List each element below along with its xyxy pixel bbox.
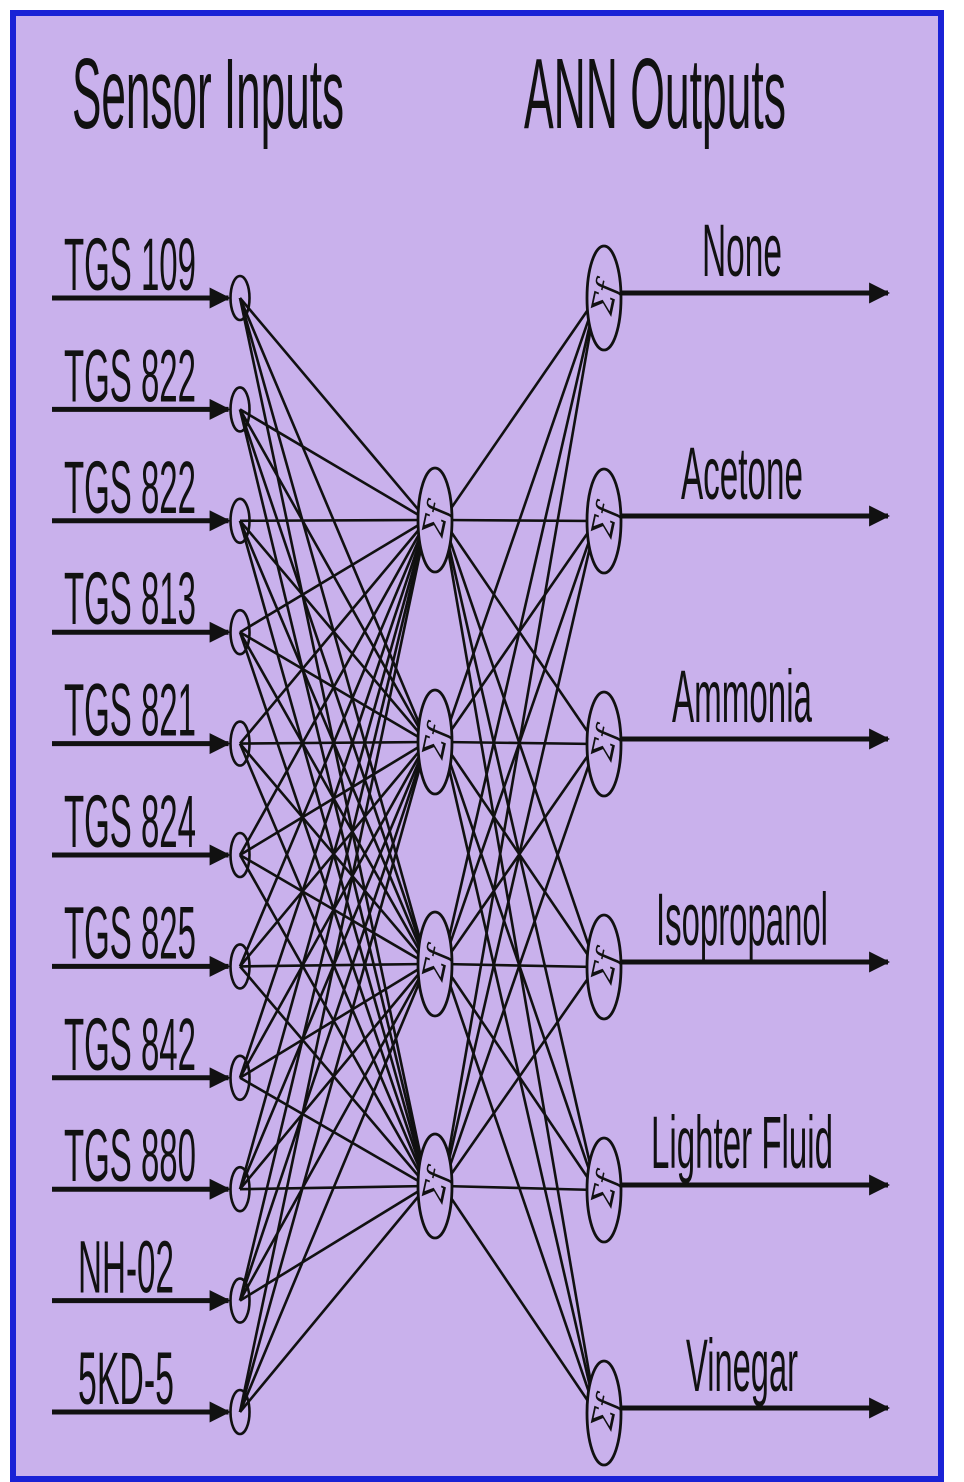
hidden-output-connection (441, 1185, 598, 1414)
input-neuron-group: TGS 822 (52, 334, 251, 433)
input-neuron (229, 1388, 251, 1436)
input-label: TGS 822 (64, 334, 196, 417)
input-neuron (229, 274, 251, 322)
input-hidden-connection (239, 518, 428, 523)
input-hidden-connection (238, 519, 429, 1413)
input-neuron-group: TGS 109 (52, 223, 251, 322)
input-neuron (229, 943, 251, 990)
output-label: Acetone (681, 432, 803, 515)
hidden-neuron (416, 1132, 454, 1240)
hidden-neuron-group: Σf (416, 1132, 458, 1240)
input-neuron-group: TGS 825 (52, 891, 251, 990)
hidden-output-connection (441, 743, 598, 1187)
hidden-neuron (416, 688, 454, 796)
output-neuron (585, 1359, 623, 1467)
input-neuron (229, 497, 251, 545)
input-hidden-connection (238, 741, 429, 1302)
input-label: TGS 822 (64, 446, 196, 529)
input-neuron-group: TGS 880 (52, 1114, 251, 1213)
input-neuron (229, 831, 251, 879)
output-neuron (585, 1136, 623, 1244)
hidden-output-connection (441, 297, 598, 521)
output-neuron (585, 913, 623, 1021)
input-hidden-connection (239, 297, 428, 521)
output-label: None (702, 209, 782, 292)
input-hidden-connection (239, 519, 428, 745)
hidden-output-connection (441, 520, 598, 1187)
hidden-neuron (416, 466, 454, 574)
hidden-output-connection (441, 297, 598, 743)
output-neuron (585, 467, 623, 575)
connection-lines (238, 297, 598, 1414)
inputs-header: Sensor Inputs (72, 38, 344, 150)
input-hidden-connection (238, 519, 429, 1190)
input-label: TGS 109 (64, 223, 196, 306)
outputs-header: ANN Outputs (524, 38, 786, 150)
output-label: Isopropanol (656, 878, 828, 961)
input-neuron-group: TGS 842 (52, 1003, 251, 1102)
hidden-neuron (416, 910, 454, 1018)
input-label: NH-02 (78, 1226, 174, 1309)
input-neuron-group: NH-02 (52, 1226, 251, 1324)
input-neuron (229, 1165, 251, 1213)
output-layer: ΣfNoneΣfAcetoneΣfAmmoniaΣfIsopropanolΣfL… (585, 209, 891, 1467)
input-hidden-connection (239, 518, 428, 634)
hidden-output-connection (442, 1184, 597, 1192)
output-neuron (585, 244, 623, 352)
input-hidden-connection (238, 519, 429, 967)
input-hidden-connection (238, 519, 429, 1301)
input-label: TGS 824 (64, 780, 196, 863)
output-label: Ammonia (672, 655, 812, 738)
hidden-neuron-group: Σf (416, 688, 458, 796)
output-neuron (585, 690, 623, 798)
input-hidden-connection (238, 963, 429, 1302)
hidden-neuron-group: Σf (416, 466, 458, 574)
input-neuron (229, 386, 251, 433)
input-hidden-connection (239, 408, 428, 522)
input-hidden-connection (238, 519, 429, 856)
input-label: 5KD-5 (78, 1337, 174, 1420)
input-neuron-group: TGS 824 (52, 780, 251, 879)
input-hidden-connection (239, 1184, 428, 1302)
input-label: TGS 842 (64, 1003, 196, 1086)
input-neuron-group: TGS 822 (52, 446, 251, 545)
input-hidden-connection (238, 741, 429, 1413)
input-label: TGS 821 (64, 669, 196, 752)
output-label: Lighter Fluid (651, 1101, 833, 1184)
hidden-neuron-group: Σf (416, 910, 458, 1018)
input-neuron-group: 5KD-5 (52, 1337, 251, 1436)
hidden-output-connection (441, 297, 598, 965)
input-hidden-connection (238, 519, 429, 1079)
input-neuron (229, 1054, 251, 1102)
input-hidden-connection (238, 1185, 429, 1413)
input-label: TGS 880 (64, 1114, 196, 1197)
input-hidden-connection (238, 963, 429, 1413)
input-neuron (229, 1277, 251, 1324)
input-neuron-group: TGS 813 (52, 557, 251, 656)
output-label: Vinegar (686, 1324, 798, 1407)
input-neuron (229, 608, 251, 656)
hidden-output-connection (441, 297, 598, 1187)
input-label: TGS 813 (64, 557, 196, 640)
input-label: TGS 825 (64, 891, 196, 974)
hidden-output-connection (441, 966, 598, 1187)
input-neuron (229, 720, 251, 767)
input-neuron-group: TGS 821 (52, 669, 251, 767)
